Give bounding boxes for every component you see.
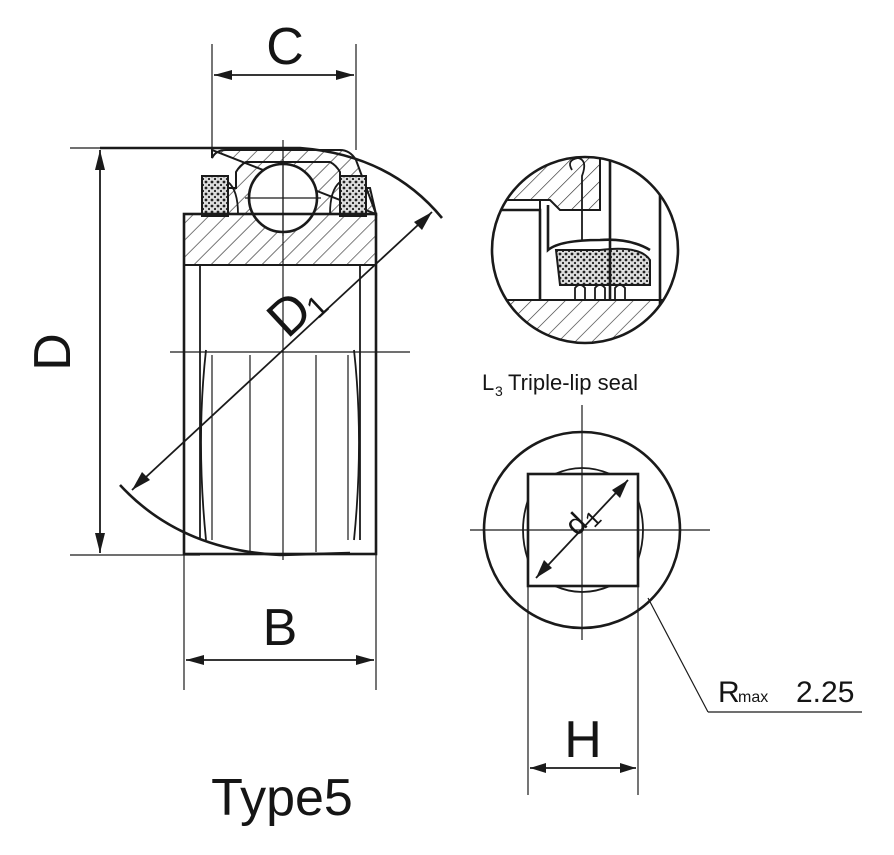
label-c: C — [266, 18, 304, 76]
bore-end-view: d 1 H R max 2.25 — [470, 405, 862, 795]
bearing-section-view: C — [24, 18, 444, 827]
seal-caption-text: Triple-lip seal — [508, 370, 638, 395]
radius-callout: R max 2.25 — [647, 597, 862, 713]
dimension-h: H — [527, 586, 639, 795]
seal-caption-l: L — [482, 370, 494, 395]
label-h: H — [564, 711, 602, 769]
inner-ring — [170, 140, 410, 560]
label-r-value: 2.25 — [796, 676, 854, 709]
type-title: Type5 — [211, 769, 353, 827]
dimension-c: C — [211, 18, 357, 150]
seal-left — [201, 175, 239, 217]
seal-right — [329, 175, 367, 217]
dimension-d: D — [24, 147, 212, 556]
dimension-b: B — [183, 555, 377, 690]
seal-caption-subscript: 3 — [495, 383, 503, 399]
label-r-max: max — [738, 689, 768, 706]
label-r: R — [718, 676, 740, 709]
label-d: D — [24, 333, 82, 371]
seal-caption: L 3 Triple-lip seal — [482, 370, 638, 399]
seal-detail-view: L 3 Triple-lip seal — [482, 155, 680, 399]
label-b: B — [263, 599, 298, 657]
